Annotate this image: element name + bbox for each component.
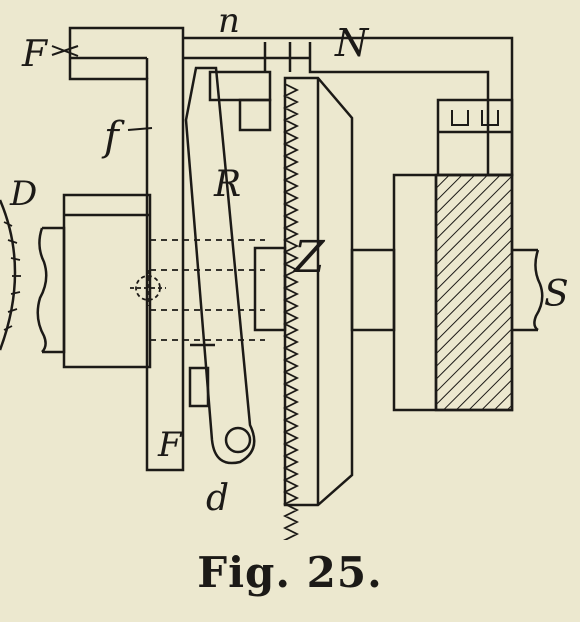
left-wheel-teeth xyxy=(3,221,21,331)
label-F-bottom: F xyxy=(157,425,183,465)
shaft-S xyxy=(512,248,544,332)
frame-F xyxy=(68,26,185,472)
label-F-top: F xyxy=(21,34,49,75)
pivot-d xyxy=(224,426,252,454)
label-n: n xyxy=(218,1,240,41)
dashed-cross xyxy=(130,270,166,306)
catch-block xyxy=(188,366,210,408)
shaft-D xyxy=(36,226,66,354)
shaft-middle xyxy=(350,248,396,332)
left-wheel-edge xyxy=(0,199,17,351)
pawl-lever xyxy=(184,66,256,465)
label-N: N xyxy=(334,21,370,65)
label-S: S xyxy=(544,274,569,315)
figure-caption: Fig. 25. xyxy=(197,548,383,597)
label-R: R xyxy=(213,164,241,205)
dashed-spindle xyxy=(150,239,265,341)
label-Z: Z xyxy=(292,232,326,283)
ratchet-teeth xyxy=(282,83,300,540)
label-D: D xyxy=(9,174,37,214)
mechanism-diagram: F n N f R D Z S F d xyxy=(0,1,569,540)
collar xyxy=(253,246,287,332)
left-hub xyxy=(62,193,152,369)
label-d: d xyxy=(206,478,229,519)
clamp-block xyxy=(436,98,514,177)
hatched-section xyxy=(434,173,514,412)
label-f: f xyxy=(101,114,125,160)
